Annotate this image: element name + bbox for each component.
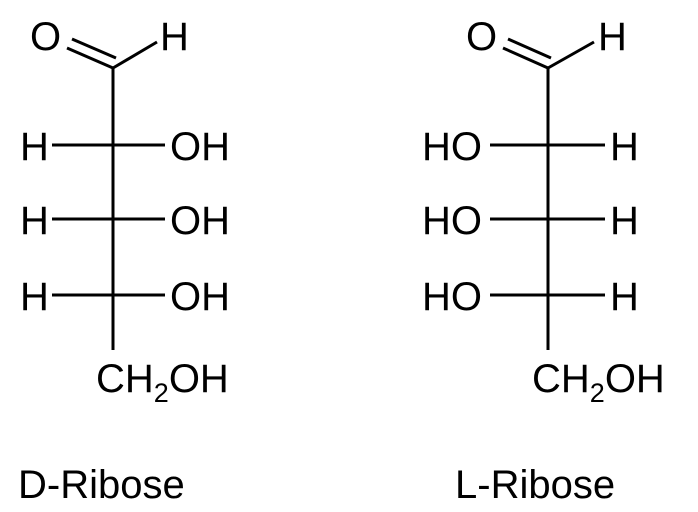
bond-c-h bbox=[112, 40, 158, 70]
double-bond-1 bbox=[66, 46, 114, 70]
row2-left: HO bbox=[422, 199, 482, 243]
row3-left: HO bbox=[422, 275, 482, 319]
double-bond-1 bbox=[502, 46, 549, 70]
l-ribose-label: L-Ribose bbox=[455, 463, 615, 507]
d-ribose-structure: O H H OH H OH H OH CH2OH D-Ribose bbox=[18, 15, 230, 507]
row2-right: H bbox=[610, 199, 639, 243]
row3-right: OH bbox=[170, 275, 230, 319]
aldehyde-hydrogen: H bbox=[598, 15, 627, 59]
l-ribose-structure: O H HO H HO H HO H CH2OH L-Ribose bbox=[422, 15, 665, 507]
ch2oh-group: CH2OH bbox=[96, 357, 229, 408]
row1-left: HO bbox=[422, 125, 482, 169]
row2-right: OH bbox=[170, 199, 230, 243]
aldehyde-oxygen: O bbox=[466, 15, 497, 59]
double-bond-2 bbox=[507, 37, 552, 60]
double-bond-2 bbox=[71, 37, 117, 60]
row1-left: H bbox=[20, 125, 49, 169]
row2-left: H bbox=[20, 199, 49, 243]
d-ribose-label: D-Ribose bbox=[18, 463, 185, 507]
row3-left: H bbox=[20, 275, 49, 319]
aldehyde-oxygen: O bbox=[30, 15, 61, 59]
ch2oh-group: CH2OH bbox=[532, 357, 665, 408]
row3-right: H bbox=[610, 275, 639, 319]
row1-right: H bbox=[610, 125, 639, 169]
aldehyde-hydrogen: H bbox=[160, 15, 189, 59]
row1-right: OH bbox=[170, 125, 230, 169]
bond-c-h bbox=[547, 40, 595, 70]
